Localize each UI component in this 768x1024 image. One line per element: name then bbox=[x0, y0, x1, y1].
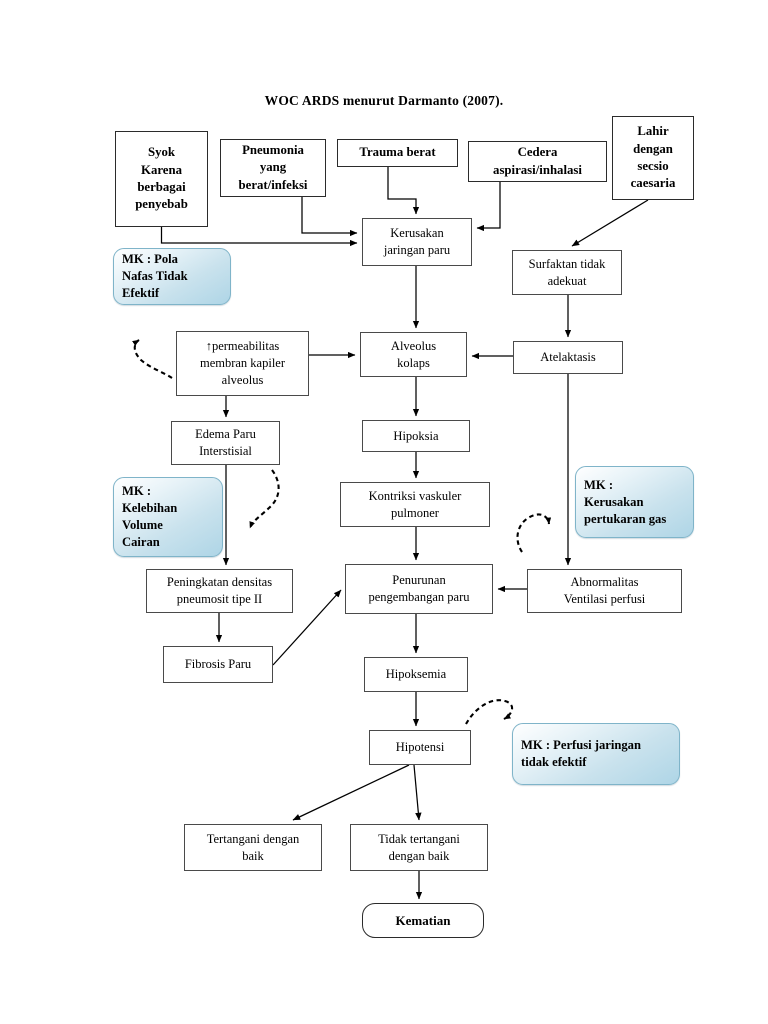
dashed-arrow-pola-nafas bbox=[132, 339, 173, 379]
edge-pneumonia-kerusakan bbox=[301, 197, 358, 237]
node-label-mk_kerusakan: MK : Kerusakan pertukaran gas bbox=[584, 477, 667, 526]
node-label-pneumonia: Pneumonia yang berat/infeksi bbox=[238, 143, 308, 192]
edge-syok-kerusakan bbox=[160, 227, 358, 247]
node-penurunan: Penurunan pengembangan paru bbox=[345, 564, 493, 614]
node-kontriksi: Kontriksi vaskuler pulmoner bbox=[340, 482, 490, 527]
edge-trauma-kerusakan bbox=[387, 167, 420, 215]
node-label-abnormalitas: Abnormalitas Ventilasi perfusi bbox=[563, 575, 646, 606]
node-fibrosis: Fibrosis Paru bbox=[163, 646, 273, 683]
node-label-atelaktasis: Atelaktasis bbox=[540, 350, 596, 365]
dashed-arrow-perfusi-jaringan bbox=[465, 699, 514, 725]
node-label-kontriksi: Kontriksi vaskuler pulmoner bbox=[368, 488, 462, 520]
node-pneumonia: Pneumonia yang berat/infeksi bbox=[220, 139, 326, 197]
node-tidak_tertangani: Tidak tertangani dengan baik bbox=[350, 824, 488, 871]
node-label-kematian: Kematian bbox=[395, 912, 451, 928]
node-label-hipoksemia: Hipoksemia bbox=[385, 667, 447, 682]
node-hipoksemia: Hipoksemia bbox=[364, 657, 468, 692]
node-kerusakan_paru: Kerusakan jaringan paru bbox=[362, 218, 472, 266]
edge-cedera-kerusakan bbox=[476, 182, 501, 232]
node-abnormalitas: Abnormalitas Ventilasi perfusi bbox=[527, 569, 682, 613]
edge-lahir-surfaktan bbox=[571, 199, 649, 247]
node-label-mk_kelebihan: MK : Kelebihan Volume Cairan bbox=[122, 484, 178, 549]
node-label-alveolus: Alveolus kolaps bbox=[390, 338, 437, 370]
node-trauma: Trauma berat bbox=[337, 139, 458, 167]
node-tertangani: Tertangani dengan baik bbox=[184, 824, 322, 871]
node-label-hipoksia: Hipoksia bbox=[393, 428, 439, 443]
node-syok: Syok Karena berbagai penyebab bbox=[115, 131, 208, 227]
node-label-kerusakan_paru: Kerusakan jaringan paru bbox=[383, 226, 451, 257]
node-cedera: Cedera aspirasi/inhalasi bbox=[468, 141, 607, 182]
node-mk_kerusakan: MK : Kerusakan pertukaran gas bbox=[575, 466, 694, 538]
node-label-permeabilitas: ↑permeabilitas membran kapiler alveolus bbox=[199, 339, 286, 387]
page-title: WOC ARDS menurut Darmanto (2007). bbox=[264, 93, 504, 108]
node-label-syok: Syok Karena berbagai penyebab bbox=[135, 145, 188, 212]
node-label-peningkatan: Peningkatan densitas pneumosit tipe II bbox=[166, 575, 273, 606]
node-surfaktan: Surfaktan tidak adekuat bbox=[512, 250, 622, 295]
node-label-mk_pola_nafas: MK : Pola Nafas Tidak Efektif bbox=[122, 252, 188, 300]
node-label-lahir: Lahir dengan secsio caesaria bbox=[630, 124, 676, 191]
node-label-cedera: Cedera aspirasi/inhalasi bbox=[493, 145, 582, 177]
node-label-surfaktan: Surfaktan tidak adekuat bbox=[528, 256, 606, 288]
node-mk_pola_nafas: MK : Pola Nafas Tidak Efektif bbox=[113, 248, 231, 305]
node-mk_perfusi: MK : Perfusi jaringan tidak efektif bbox=[512, 723, 680, 785]
node-atelaktasis: Atelaktasis bbox=[513, 341, 623, 374]
node-kematian: Kematian bbox=[362, 903, 484, 938]
node-permeabilitas: ↑permeabilitas membran kapiler alveolus bbox=[176, 331, 309, 396]
node-alveolus: Alveolus kolaps bbox=[360, 332, 467, 377]
node-label-mk_perfusi: MK : Perfusi jaringan tidak efektif bbox=[521, 738, 641, 769]
node-lahir: Lahir dengan secsio caesaria bbox=[612, 116, 694, 200]
node-label-fibrosis: Fibrosis Paru bbox=[184, 657, 252, 672]
node-mk_kelebihan: MK : Kelebihan Volume Cairan bbox=[113, 477, 223, 557]
node-label-edema: Edema Paru Interstisial bbox=[195, 427, 256, 458]
node-hipoksia: Hipoksia bbox=[362, 420, 470, 452]
node-label-penurunan: Penurunan pengembangan paru bbox=[368, 573, 470, 604]
node-edema: Edema Paru Interstisial bbox=[171, 421, 280, 465]
node-label-tidak_tertangani: Tidak tertangani dengan baik bbox=[378, 831, 460, 863]
node-label-tertangani: Tertangani dengan baik bbox=[206, 831, 300, 863]
dashed-arrow-kelebihan-volume bbox=[249, 469, 280, 529]
edge-fibrosis-penurunan bbox=[272, 589, 342, 666]
edge-hipotensi-tertangani bbox=[292, 764, 410, 821]
node-peningkatan: Peningkatan densitas pneumosit tipe II bbox=[146, 569, 293, 613]
node-hipotensi: Hipotensi bbox=[369, 730, 471, 765]
edge-hipotensi-tidak-tertangani bbox=[413, 764, 422, 821]
node-label-trauma: Trauma berat bbox=[359, 145, 436, 160]
node-label-hipotensi: Hipotensi bbox=[395, 740, 445, 755]
dashed-arrow-kerusakan-pertukaran bbox=[516, 513, 552, 553]
